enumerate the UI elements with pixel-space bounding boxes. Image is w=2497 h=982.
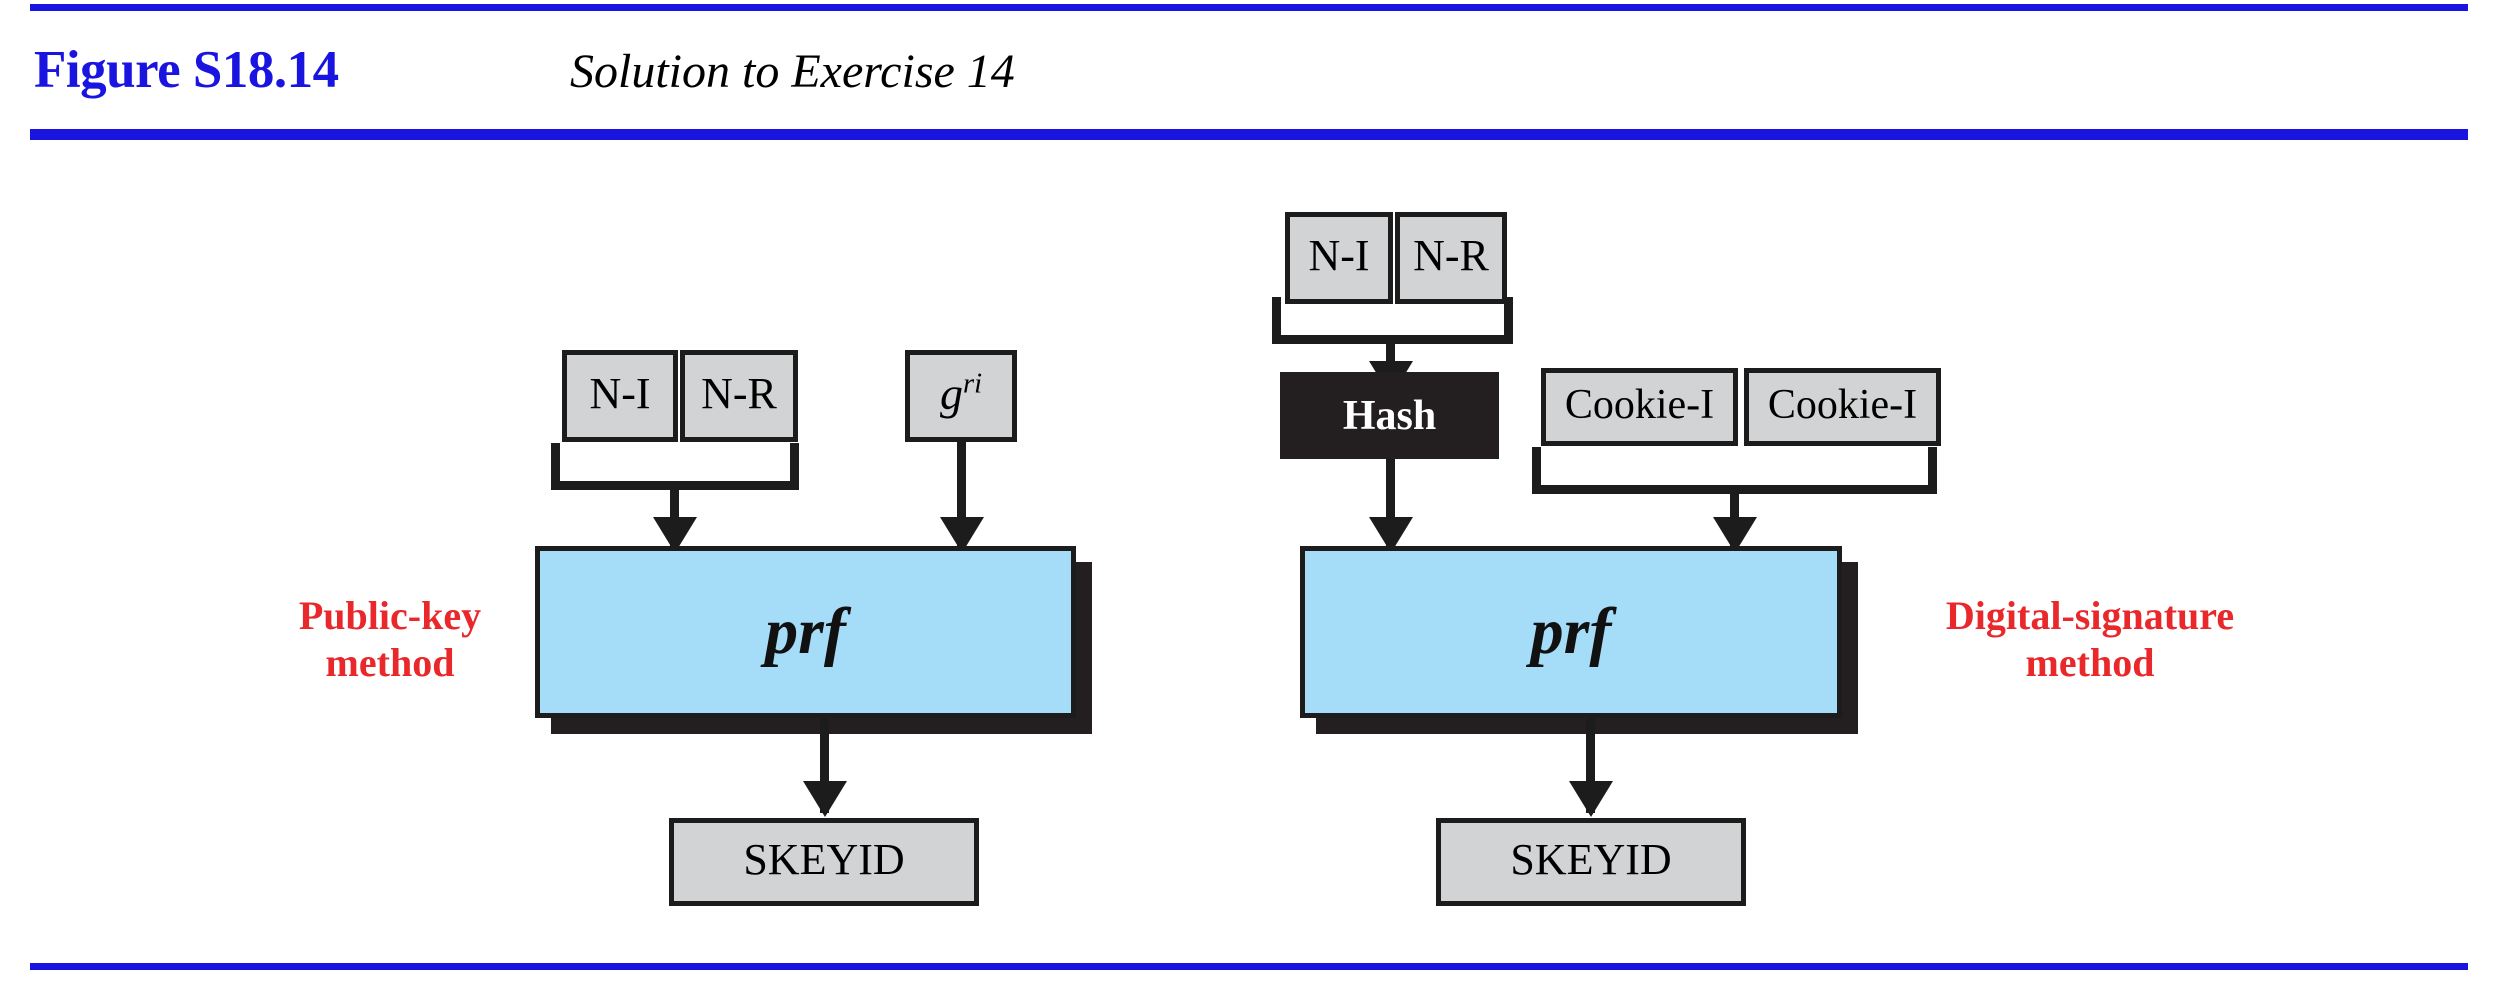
bracket-left-stub <box>551 443 560 490</box>
input-box-n-r-left: N-R <box>680 350 798 442</box>
arrow-head-prf-to-skeyid-left <box>803 781 847 817</box>
output-label: SKEYID <box>1510 835 1672 884</box>
arrow-shaft-hash-to-prf <box>1386 459 1395 556</box>
input-box-n-r-right: N-R <box>1395 212 1507 304</box>
input-box-label: N-I <box>589 369 651 418</box>
bracket-right-stub <box>1504 297 1513 344</box>
prf-box-left: prf <box>535 546 1076 718</box>
input-box-label: Cookie-I <box>1564 382 1715 428</box>
figure-caption: Solution to Exercise 14 <box>570 45 1015 98</box>
arrow-head-prf-to-skeyid-right <box>1569 781 1613 817</box>
input-box-label: N-I <box>1308 231 1370 280</box>
g-ri-expression: gri <box>939 368 983 419</box>
bracket-left-stub <box>1272 297 1281 344</box>
input-box-label: N-R <box>701 369 777 418</box>
figure-label: Figure S18.14 <box>34 41 339 99</box>
prf-label: prf <box>765 595 846 668</box>
input-box-label: N-R <box>1413 231 1489 280</box>
output-label: SKEYID <box>743 835 905 884</box>
input-box-cookie-i-2: Cookie-I <box>1744 368 1941 446</box>
input-box-g-ri: gri <box>905 350 1017 442</box>
side-label-public-key: Public-key method <box>298 593 482 686</box>
prf-label: prf <box>1530 595 1612 668</box>
bracket-right-stub <box>790 443 799 490</box>
prf-box-right: prf <box>1300 546 1842 718</box>
bottom-rule <box>30 963 2468 970</box>
header-rule <box>30 129 2468 140</box>
arrow-shaft-g-ri-to-prf <box>957 442 966 556</box>
output-box-skeyid-right: SKEYID <box>1436 818 1746 906</box>
input-box-n-i-right: N-I <box>1285 212 1393 304</box>
input-box-n-i-left: N-I <box>562 350 678 442</box>
input-box-label: Cookie-I <box>1767 382 1918 428</box>
hash-label: Hash <box>1342 392 1437 439</box>
bracket-left-stub <box>1532 447 1541 494</box>
g-ri-exponent: ri <box>962 368 983 400</box>
output-box-skeyid-left: SKEYID <box>669 818 979 906</box>
input-box-cookie-i-1: Cookie-I <box>1541 368 1738 446</box>
side-label-digital-signature: Digital-signature method <box>1945 593 2235 686</box>
g-ri-base: g <box>939 368 963 419</box>
arrow-shaft-prf-to-skeyid-right <box>1586 718 1595 813</box>
top-rule <box>30 4 2468 11</box>
hash-box: Hash <box>1280 372 1499 459</box>
arrow-shaft-prf-to-skeyid-left <box>820 718 829 813</box>
bracket-right-stub <box>1928 447 1937 494</box>
